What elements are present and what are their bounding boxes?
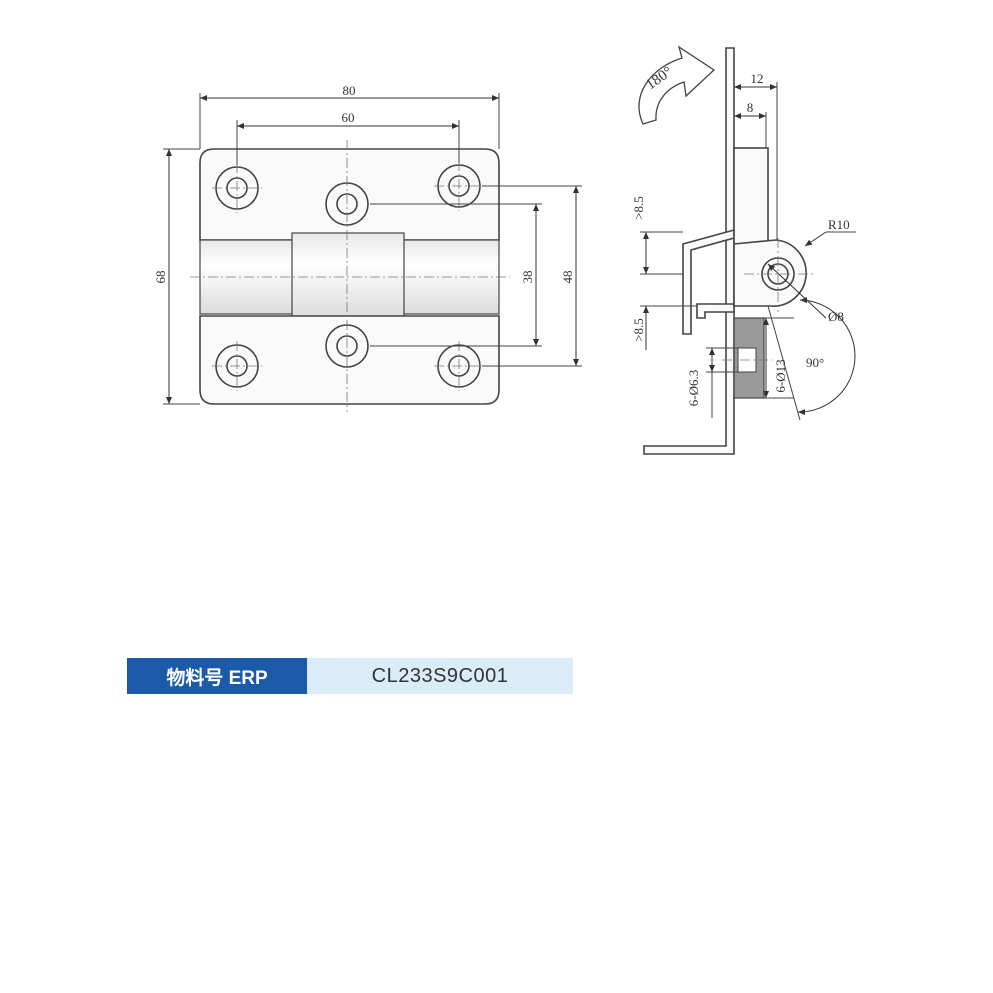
rotation-arrow: [638, 45, 716, 125]
hole-diameter-label: 6-Ø6.3: [686, 370, 701, 406]
erp-label: 物料号 ERP: [127, 658, 307, 694]
open-angle-arc: [797, 297, 856, 416]
dim-label-12: 12: [751, 71, 764, 86]
dim-label-8: 8: [747, 100, 754, 115]
dim-label-60: 60: [342, 110, 355, 125]
dim-label-gap-top: >8.5: [631, 196, 646, 220]
dim-label-80: 80: [343, 83, 356, 98]
hinge-knuckle: [291, 232, 405, 320]
erp-value: CL233S9C001: [307, 658, 573, 694]
side-view: 180° 12 8 >8.5 >8.5: [631, 45, 856, 455]
open-angle-label: 90°: [806, 355, 824, 370]
dim-label-68: 68: [153, 271, 168, 284]
radius-leader: [804, 231, 827, 247]
radius-label: R10: [828, 217, 850, 232]
side-leaf-plate: [643, 47, 735, 455]
counterbore-label: 6-Ø13: [773, 359, 788, 392]
erp-info-row: 物料号 ERP CL233S9C001: [127, 658, 573, 694]
dim-label-48: 48: [560, 271, 575, 284]
dim-label-38: 38: [520, 271, 535, 284]
front-view: 80 60 68 38 48: [153, 83, 582, 412]
pin-diameter-label: Ø8: [828, 309, 844, 324]
dim-label-gap-bottom: >8.5: [631, 318, 646, 342]
pin-diameter-leader: [767, 263, 827, 319]
